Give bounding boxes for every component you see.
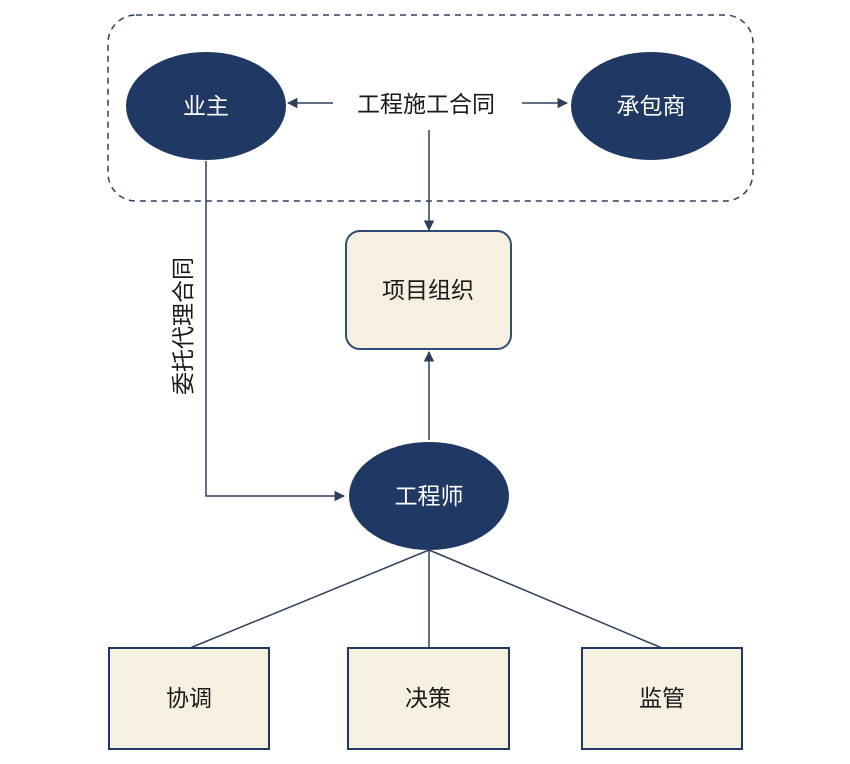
entrusted-agency-contract-label: 委托代理合同 xyxy=(171,257,197,395)
owner-node: 业主 xyxy=(126,52,286,160)
coordination-node: 协调 xyxy=(108,647,270,750)
engineer-node: 工程师 xyxy=(349,442,509,550)
engineer-label: 工程师 xyxy=(395,484,464,510)
supervision-label: 监管 xyxy=(639,686,685,712)
line-engineer-to-coordination xyxy=(189,549,430,649)
owner-label: 业主 xyxy=(183,94,229,120)
supervision-node: 监管 xyxy=(581,647,743,750)
line-engineer-to-supervision xyxy=(428,549,663,649)
arrow-owner-to-engineer xyxy=(205,161,346,502)
contractor-node: 承包商 xyxy=(571,52,731,160)
decision-label: 决策 xyxy=(405,686,451,712)
contractor-label: 承包商 xyxy=(617,94,686,120)
project-org-label: 项目组织 xyxy=(382,278,474,304)
contract-boundary xyxy=(107,14,754,202)
decision-node: 决策 xyxy=(347,647,510,750)
construction-contract-label: 工程施工合同 xyxy=(357,92,495,118)
coordination-label: 协调 xyxy=(166,686,212,712)
project-org-node: 项目组织 xyxy=(345,230,512,350)
